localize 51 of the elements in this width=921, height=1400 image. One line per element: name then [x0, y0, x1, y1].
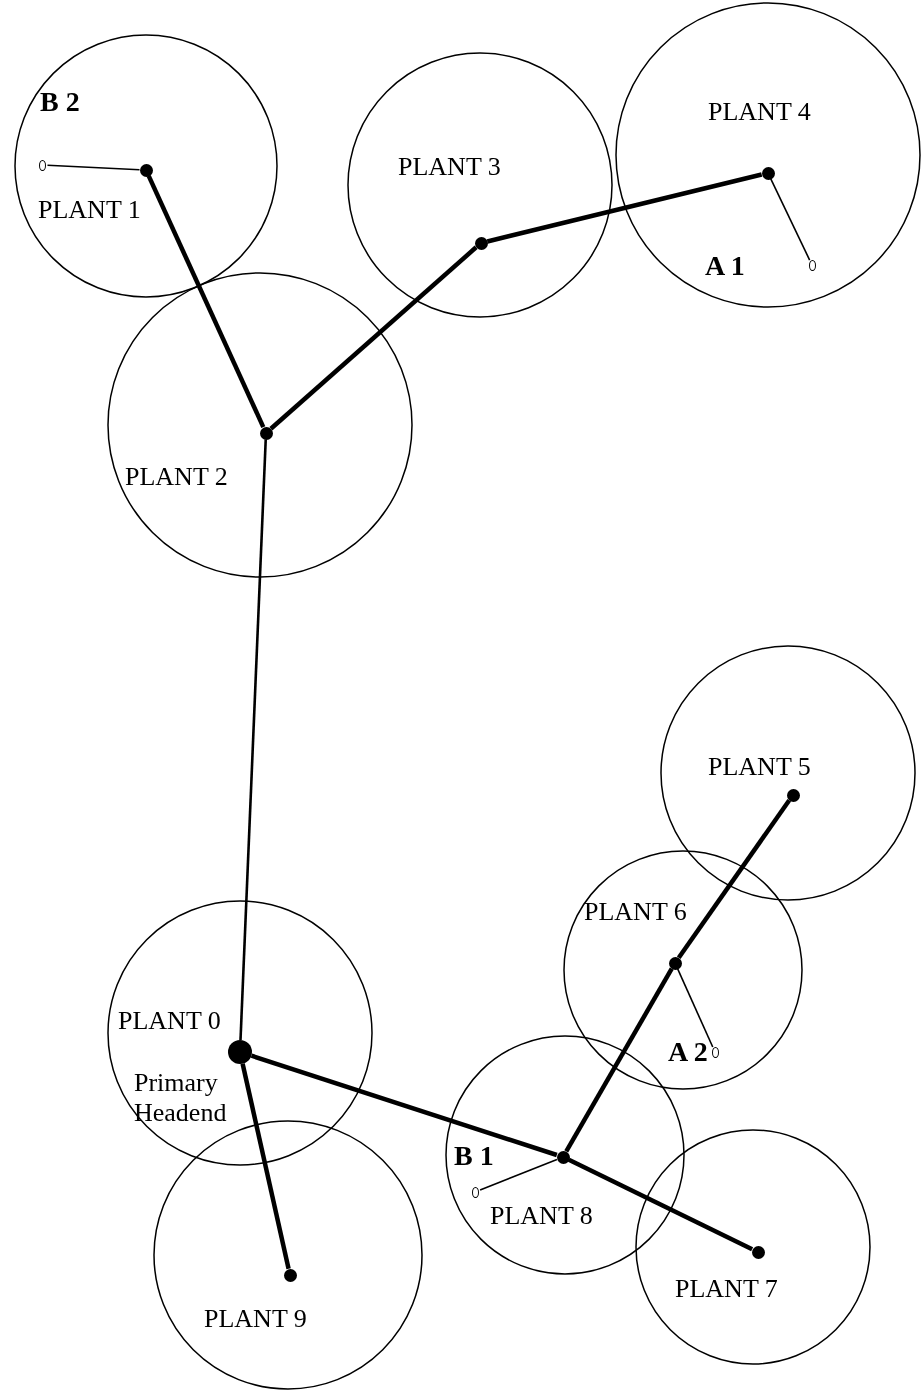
plant-name: PLANT 4	[708, 97, 811, 127]
plant-name: PLANT 6	[584, 897, 687, 927]
cable-line	[46, 164, 141, 171]
end-ring-marker	[38, 159, 46, 171]
plant-name: PLANT 1	[38, 195, 141, 225]
cable-line	[479, 1158, 558, 1191]
plant-name: PLANT 5	[708, 752, 811, 782]
plant-circle	[615, 2, 921, 308]
plant-name: PLANT 8	[490, 1201, 593, 1231]
junction-dot	[761, 166, 775, 180]
junction-dot	[283, 1268, 297, 1282]
junction-dot	[228, 1040, 252, 1064]
terminal-label: B 2	[40, 86, 80, 118]
plant-circle	[563, 850, 803, 1090]
junction-dot	[474, 236, 488, 250]
junction-dot	[139, 163, 153, 177]
cable-line	[250, 1053, 558, 1158]
plant-note: Primary Headend	[134, 1068, 228, 1128]
plant-name: PLANT 7	[675, 1274, 778, 1304]
cable-line	[770, 178, 811, 261]
plant-name: PLANT 9	[204, 1304, 307, 1334]
plant-circle	[14, 34, 278, 298]
plant-circle	[107, 272, 413, 578]
cable-line	[239, 439, 268, 1041]
plant-circle	[347, 52, 613, 318]
terminal-label: B 1	[454, 1140, 494, 1172]
cable-line	[269, 245, 478, 431]
junction-dot	[786, 788, 800, 802]
terminal-label: A 2	[668, 1036, 708, 1068]
plant-circle	[660, 645, 916, 901]
end-ring-marker	[808, 259, 816, 271]
cable-line	[486, 172, 763, 244]
junction-dot	[556, 1150, 570, 1164]
junction-dot	[259, 426, 273, 440]
junction-dot	[668, 956, 682, 970]
end-ring-marker	[471, 1186, 479, 1198]
cable-line	[146, 174, 266, 429]
plant-name: PLANT 2	[125, 462, 228, 492]
plant-circle	[107, 900, 373, 1166]
junction-dot	[751, 1245, 765, 1259]
plant-circle	[153, 1120, 423, 1390]
cable-line	[676, 799, 792, 959]
cable-line	[567, 1157, 754, 1252]
plant-name: PLANT 3	[398, 152, 501, 182]
cable-line	[240, 1063, 291, 1270]
end-ring-marker	[711, 1046, 719, 1058]
plant-name: PLANT 0	[118, 1006, 221, 1036]
terminal-label: A 1	[705, 250, 745, 282]
cable-line	[564, 967, 674, 1153]
cable-line	[676, 968, 714, 1048]
plant-circle	[635, 1129, 871, 1365]
